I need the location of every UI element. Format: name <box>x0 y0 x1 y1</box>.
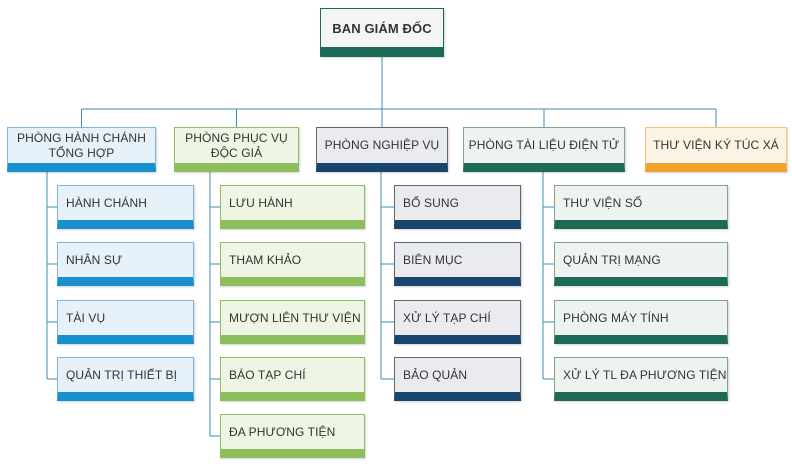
child-node-4-3-label: PHÒNG MÁY TÍNH <box>563 310 669 325</box>
child-node-4-1-label: THƯ VIỆN SỐ <box>563 195 643 210</box>
child-node-2-1[interactable]: LƯU HÀNH <box>220 185 365 229</box>
child-node-2-5-label: ĐA PHƯƠNG TIỆN <box>229 424 336 439</box>
dept-node-5-label: THƯ VIỆN KÝ TÚC XÁ <box>653 138 779 152</box>
child-node-2-2-label: THAM KHẢO <box>229 252 302 267</box>
dept-node-4[interactable]: PHÒNG TÀI LIỆU ĐIỆN TỬ <box>463 127 625 172</box>
child-node-2-4[interactable]: BÁO TẠP CHÍ <box>220 357 365 401</box>
child-node-2-5[interactable]: ĐA PHƯƠNG TIỆN <box>220 414 365 458</box>
dept-node-3-label: PHÒNG NGHIỆP VỤ <box>324 138 440 152</box>
child-node-3-3[interactable]: XỬ LÝ TẠP CHÍ <box>394 300 521 344</box>
child-node-1-4[interactable]: QUẢN TRỊ THIẾT BỊ <box>57 357 194 401</box>
child-node-3-1[interactable]: BỔ SUNG <box>394 185 521 229</box>
child-node-1-1-label: HÀNH CHÁNH <box>66 195 148 210</box>
child-node-1-3-label: TÀI VỤ <box>66 310 106 325</box>
child-node-1-4-label: QUẢN TRỊ THIẾT BỊ <box>66 367 178 382</box>
child-node-1-2[interactable]: NHÂN SỰ <box>57 242 194 286</box>
dept-node-5[interactable]: THƯ VIỆN KÝ TÚC XÁ <box>645 127 787 172</box>
child-node-3-2[interactable]: BIÊN MỤC <box>394 242 521 286</box>
child-node-2-3-label: MƯỢN LIÊN THƯ VIỆN <box>229 310 361 325</box>
child-node-3-2-label: BIÊN MỤC <box>403 252 463 267</box>
dept-node-3[interactable]: PHÒNG NGHIỆP VỤ <box>316 127 448 172</box>
child-node-2-2[interactable]: THAM KHẢO <box>220 242 365 286</box>
child-node-2-1-label: LƯU HÀNH <box>229 195 293 210</box>
child-node-3-3-label: XỬ LÝ TẠP CHÍ <box>403 310 491 325</box>
child-node-1-1[interactable]: HÀNH CHÁNH <box>57 185 194 229</box>
child-node-3-4[interactable]: BẢO QUẢN <box>394 357 521 401</box>
child-node-3-1-label: BỔ SUNG <box>403 195 460 210</box>
child-node-4-4-label: XỬ LÝ TL ĐA PHƯƠNG TIỆN <box>563 367 727 382</box>
root-node-ban-giam-doc[interactable]: BAN GIÁM ĐỐC <box>320 8 444 57</box>
child-node-4-2[interactable]: QUẢN TRỊ MẠNG <box>554 242 728 286</box>
child-node-4-1[interactable]: THƯ VIỆN SỐ <box>554 185 728 229</box>
child-node-4-3[interactable]: PHÒNG MÁY TÍNH <box>554 300 728 344</box>
dept-node-4-label: PHÒNG TÀI LIỆU ĐIỆN TỬ <box>468 138 620 152</box>
root-node-ban-giam-doc-label: BAN GIÁM ĐỐC <box>332 20 432 36</box>
child-node-4-2-label: QUẢN TRỊ MẠNG <box>563 252 661 267</box>
dept-node-1[interactable]: PHÒNG HÀNH CHÁNH TỔNG HỢP <box>7 127 156 172</box>
child-node-1-2-label: NHÂN SỰ <box>66 252 123 267</box>
dept-node-2-label: PHÒNG PHỤC VỤ ĐỘC GIẢ <box>185 130 288 160</box>
child-node-2-3[interactable]: MƯỢN LIÊN THƯ VIỆN <box>220 300 365 344</box>
child-node-3-4-label: BẢO QUẢN <box>403 367 468 382</box>
child-node-4-4[interactable]: XỬ LÝ TL ĐA PHƯƠNG TIỆN <box>554 357 728 401</box>
dept-node-1-label: PHÒNG HÀNH CHÁNH TỔNG HỢP <box>17 130 146 160</box>
dept-node-2[interactable]: PHÒNG PHỤC VỤ ĐỘC GIẢ <box>174 127 299 172</box>
child-node-2-4-label: BÁO TẠP CHÍ <box>229 367 306 382</box>
child-node-1-3[interactable]: TÀI VỤ <box>57 300 194 344</box>
